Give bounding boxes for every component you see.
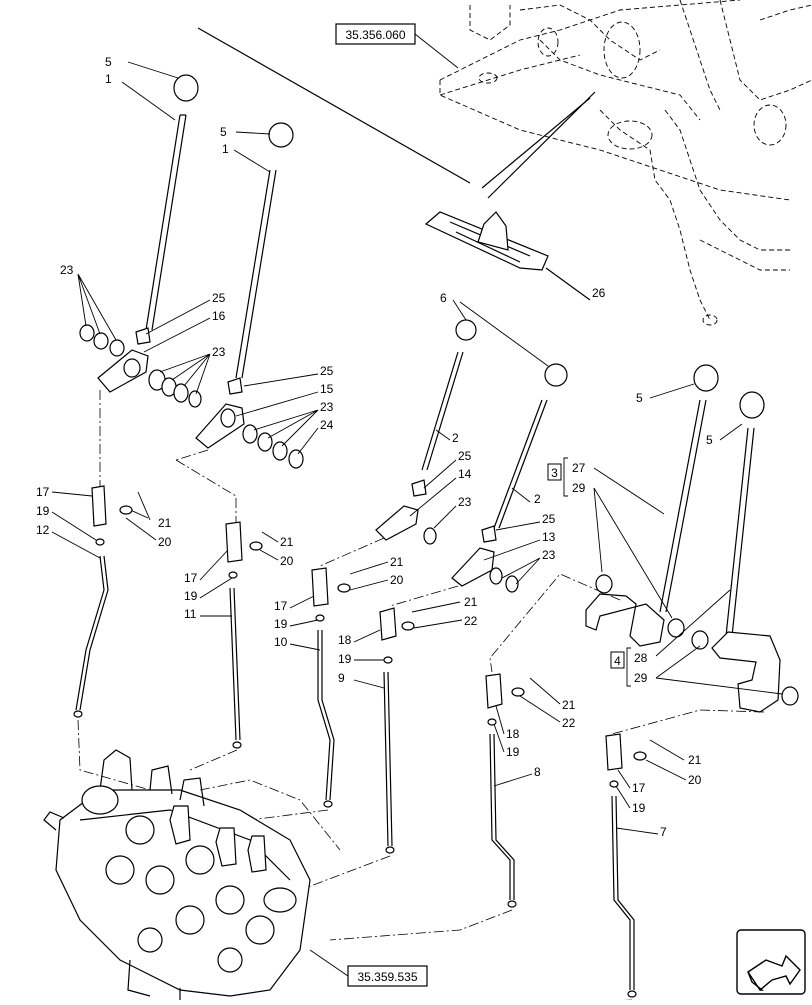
callout-c7: 25 <box>320 364 334 378</box>
lever-4: 2 25 13 23 <box>451 399 556 593</box>
callout-c52: 19 <box>506 745 520 759</box>
callout-c3: 23 <box>60 263 74 277</box>
callout-c27: 28 <box>634 651 648 665</box>
callout-c48: 9 <box>338 671 345 685</box>
callout-c29: 17 <box>36 485 50 499</box>
callout-c11: 6 <box>440 291 447 305</box>
callout-c14: 14 <box>458 467 472 481</box>
callout-c40: 20 <box>390 573 404 587</box>
callout-c2b: 1 <box>222 142 229 156</box>
callout-c18: 13 <box>542 530 556 544</box>
callout-c58: 7 <box>660 825 667 839</box>
arrow-icon[interactable] <box>736 929 806 995</box>
callout-c23: 3 <box>551 466 558 480</box>
rod-11: 21 20 17 19 11 <box>184 521 294 749</box>
callout-c8: 15 <box>320 382 334 396</box>
section-line-3 <box>481 97 591 189</box>
rod-8: 21 22 18 19 8 <box>485 673 576 908</box>
ref-box-top[interactable]: 35.356.060 <box>335 23 459 69</box>
callout-c21: 5 <box>636 391 643 405</box>
rod-12: 17 19 12 21 20 <box>36 485 172 718</box>
callout-c25: 29 <box>572 481 586 495</box>
callout-c56: 17 <box>632 781 646 795</box>
callout-c54: 21 <box>688 753 702 767</box>
callout-c45: 22 <box>464 614 478 628</box>
section-line-2 <box>487 91 596 199</box>
callout-c46: 18 <box>338 633 352 647</box>
callout-c10: 24 <box>320 418 334 432</box>
callout-c43: 10 <box>274 635 288 649</box>
callout-c47: 19 <box>338 652 352 666</box>
gaiter-boot-26: 26 <box>424 211 606 301</box>
callout-c4: 25 <box>212 291 226 305</box>
callout-c24: 27 <box>572 461 586 475</box>
rod-7: 21 20 17 19 7 <box>605 733 702 998</box>
callout-c36: 17 <box>184 571 198 585</box>
callout-c15: 23 <box>458 495 472 509</box>
callout-c35: 20 <box>280 554 294 568</box>
callout-c19: 23 <box>542 548 556 562</box>
callout-c51: 18 <box>506 727 520 741</box>
callout-c20: 26 <box>592 286 606 300</box>
callout-c31: 12 <box>36 523 50 537</box>
callout-c16: 2 <box>534 492 541 506</box>
callout-c9: 23 <box>320 400 334 414</box>
callout-c34: 21 <box>280 535 294 549</box>
lever-2: 5 1 <box>195 122 304 469</box>
kit-3: 3 27 29 <box>547 457 673 619</box>
callout-c44: 21 <box>464 595 478 609</box>
callout-c13: 25 <box>458 449 472 463</box>
callout-c38: 11 <box>184 607 197 621</box>
callout-c30: 19 <box>36 504 50 518</box>
callout-c17: 25 <box>542 512 556 526</box>
callout-c2a: 5 <box>220 125 227 139</box>
chain-lines <box>77 390 765 1005</box>
callout-c6: 23 <box>212 345 226 359</box>
callout-c26: 4 <box>614 654 621 668</box>
callout-c55: 20 <box>688 773 702 787</box>
section-line-1 <box>197 27 471 184</box>
callout-c1a: 5 <box>105 55 112 69</box>
ref-top-label: 35.356.060 <box>345 28 405 42</box>
callout-c57: 19 <box>632 801 646 815</box>
callout-c12: 2 <box>452 431 459 445</box>
tractor-frame-ghost <box>439 0 812 326</box>
lever-3-mid: 6 2 25 14 23 <box>375 291 568 545</box>
callout-c33: 20 <box>158 535 172 549</box>
callout-c49: 21 <box>562 698 576 712</box>
rod-9: 21 22 18 19 9 <box>338 595 478 854</box>
callout-c53: 8 <box>534 765 541 779</box>
lever-5-right-b: 5 <box>691 391 799 713</box>
lever-5-right-a: 5 <box>585 364 719 647</box>
callout-c41: 17 <box>274 599 288 613</box>
callouts-lever-1-2: 23 25 16 23 25 15 23 24 <box>60 263 334 455</box>
callout-c42: 19 <box>274 617 288 631</box>
callout-c32: 21 <box>158 516 172 530</box>
callout-c39: 21 <box>390 555 404 569</box>
callout-c50: 22 <box>562 716 576 730</box>
callout-c5: 16 <box>212 309 226 323</box>
kit-4: 4 28 29 <box>610 589 783 695</box>
callout-c37: 19 <box>184 589 198 603</box>
ref-box-bottom[interactable]: 35.359.535 <box>309 949 428 987</box>
ref-bottom-label: 35.359.535 <box>357 970 417 984</box>
callout-c1b: 1 <box>105 72 112 86</box>
hydraulic-valve-block[interactable] <box>43 749 311 1000</box>
rod-10: 21 20 17 19 10 <box>274 555 404 808</box>
lever-1-left: 5 1 <box>79 55 202 408</box>
callout-c22: 5 <box>706 433 713 447</box>
callout-c28: 29 <box>634 671 648 685</box>
